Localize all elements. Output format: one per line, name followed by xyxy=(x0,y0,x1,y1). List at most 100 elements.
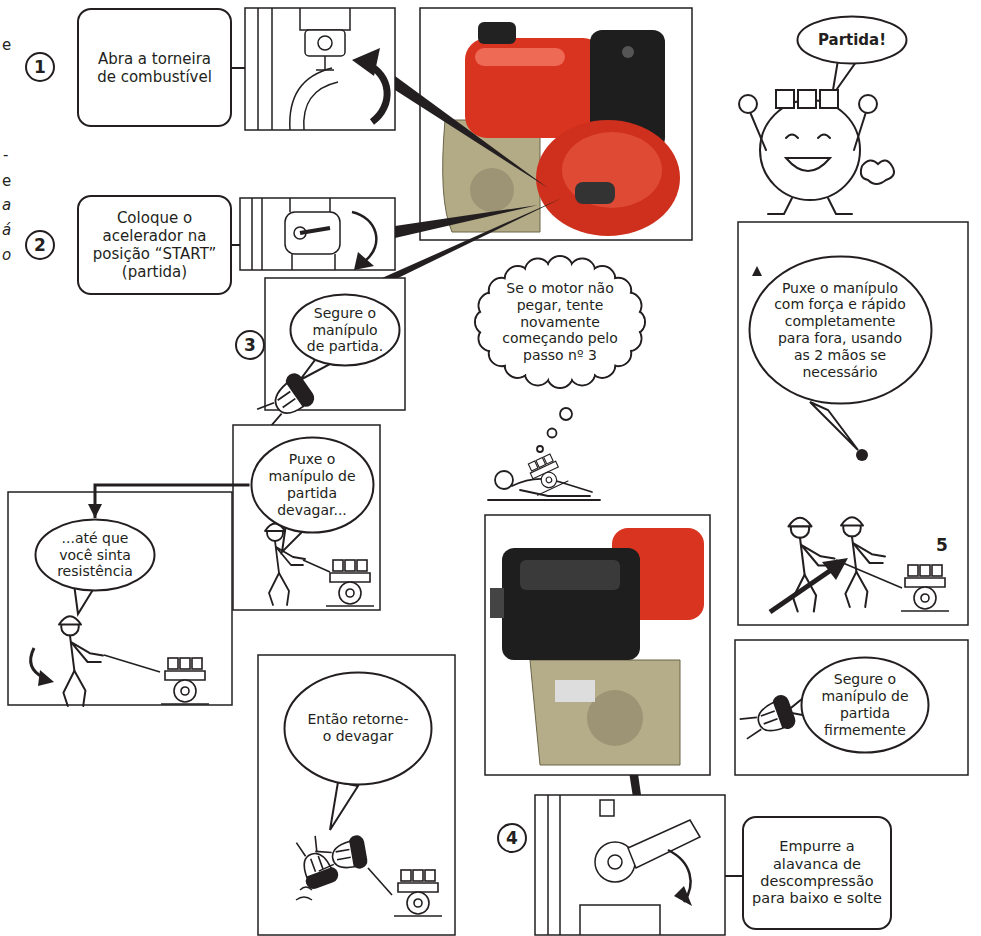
step3-panel xyxy=(252,371,316,431)
node-text: Segure o manípulo de partida firmemente xyxy=(818,671,912,738)
node-text: Puxe o manípulo de partida devagar... xyxy=(268,451,357,518)
start-cartoon xyxy=(750,112,766,150)
sleeping-man xyxy=(488,408,600,500)
callout-circle xyxy=(236,331,264,359)
callout-number: 5 xyxy=(928,534,956,556)
engine-photo xyxy=(420,8,692,240)
step-panel xyxy=(59,616,103,706)
engine-photo xyxy=(485,515,710,775)
step5-panel xyxy=(770,568,834,612)
engine-photo xyxy=(485,515,710,775)
instruction-box: Coloque o acelerador na posição “START” … xyxy=(77,195,232,295)
sleeping-man xyxy=(560,408,572,420)
start-cartoon xyxy=(861,160,894,184)
start-cartoon xyxy=(760,100,860,200)
step2-inset xyxy=(354,252,374,270)
step1-inset xyxy=(318,36,332,50)
step2-inset xyxy=(285,212,340,254)
engine-photo xyxy=(536,120,680,236)
leader-line xyxy=(232,67,245,69)
sleeping-man xyxy=(488,499,600,501)
step2-inset xyxy=(240,198,395,270)
step1-inset xyxy=(352,48,380,76)
start-cartoon xyxy=(776,90,794,108)
step4-inset xyxy=(580,905,660,935)
step5-panel xyxy=(738,222,968,625)
callout-circle xyxy=(26,231,54,259)
start-cartoon xyxy=(820,90,838,108)
step2-inset xyxy=(290,198,335,270)
step-panel xyxy=(735,640,968,775)
step5-panel xyxy=(841,517,885,607)
engine-photo xyxy=(520,560,620,590)
start-cartoon xyxy=(739,95,757,113)
step5-panel xyxy=(810,402,858,450)
step-panel xyxy=(368,868,392,895)
step1-inset xyxy=(245,8,395,130)
step-panel xyxy=(8,492,232,705)
step-panel xyxy=(737,694,797,743)
step1-inset xyxy=(245,8,395,130)
start-cartoon xyxy=(768,198,852,214)
text-fragment: a xyxy=(2,196,11,214)
step-panel xyxy=(38,670,54,686)
node-text: Segure o manípulo de partida. xyxy=(305,305,385,355)
step-panel xyxy=(735,640,968,775)
step3-panel xyxy=(252,278,405,431)
node-text: Partida! xyxy=(812,31,892,49)
instruction-box: Abra a torneira de combustível xyxy=(77,8,232,127)
leader-line xyxy=(232,244,240,246)
node-text: Empurre a alavanca de descompressão para… xyxy=(752,838,882,908)
leader-line xyxy=(725,875,742,877)
step-panel xyxy=(303,560,330,572)
step1-inset xyxy=(305,30,345,56)
engine-photo xyxy=(475,48,565,66)
start-cartoon xyxy=(786,158,830,171)
callout-circle xyxy=(498,824,526,852)
speech-bubble-outline xyxy=(291,295,400,366)
engine-photo xyxy=(470,168,514,212)
start-cartoon xyxy=(786,135,830,139)
step5-panel xyxy=(856,449,868,461)
speech-bubble-outline xyxy=(251,438,373,533)
flow-arrow xyxy=(95,485,250,518)
step-panel xyxy=(394,870,442,916)
step4-inset xyxy=(628,820,700,868)
sleeping-man xyxy=(537,446,543,452)
engine-photo xyxy=(622,46,634,58)
step5-panel xyxy=(836,560,902,588)
instruction-box: Empurre a alavanca de descompressão para… xyxy=(742,816,892,930)
sleeping-man xyxy=(548,429,557,438)
sleeping-man xyxy=(495,471,513,489)
sleeping-man xyxy=(520,490,590,496)
step2-inset xyxy=(252,198,262,270)
step1-inset xyxy=(300,8,350,30)
leader-line xyxy=(232,68,742,876)
node-text: Puxe o manípulo com força e rápido compl… xyxy=(774,280,907,381)
node-text: Abra a torneira de combustível xyxy=(87,50,222,86)
step4-inset xyxy=(608,855,622,869)
step-panel xyxy=(293,833,340,890)
engine-photo xyxy=(420,8,692,240)
speech-bubble-outline xyxy=(285,672,432,784)
step4-inset xyxy=(600,800,614,816)
step2-inset xyxy=(300,228,330,233)
engine-photo xyxy=(555,680,595,702)
engine-photo xyxy=(587,690,643,746)
step5-panel xyxy=(738,222,968,625)
engine-photo xyxy=(490,588,504,618)
callout-number: 2 xyxy=(26,234,54,256)
step5-panel xyxy=(822,558,848,580)
step-panel xyxy=(296,887,312,900)
step2-inset xyxy=(352,212,376,260)
step-panel xyxy=(104,655,160,672)
callout-number: 4 xyxy=(498,827,526,849)
step-panel xyxy=(8,492,232,706)
start-cartoon xyxy=(854,112,866,150)
step2-inset xyxy=(240,198,395,270)
speech-bubble: Puxe o manípulo com força e rápido compl… xyxy=(748,255,933,405)
engine-photo xyxy=(478,22,516,44)
